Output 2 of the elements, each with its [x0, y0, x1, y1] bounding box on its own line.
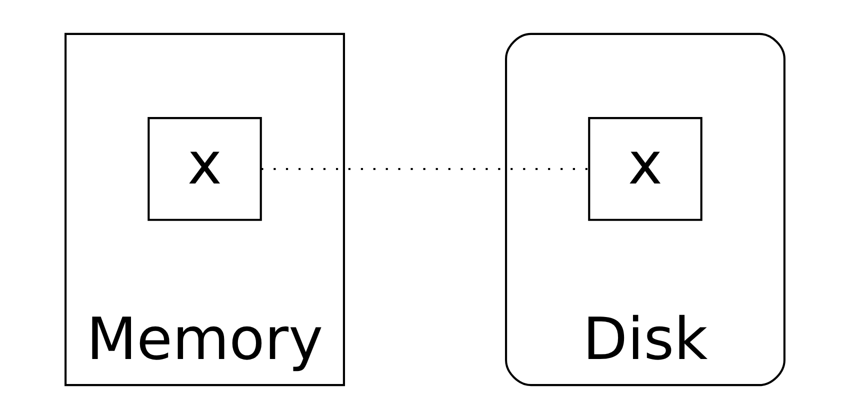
node-box: x: [588, 116, 702, 220]
node-box: x: [147, 116, 262, 220]
